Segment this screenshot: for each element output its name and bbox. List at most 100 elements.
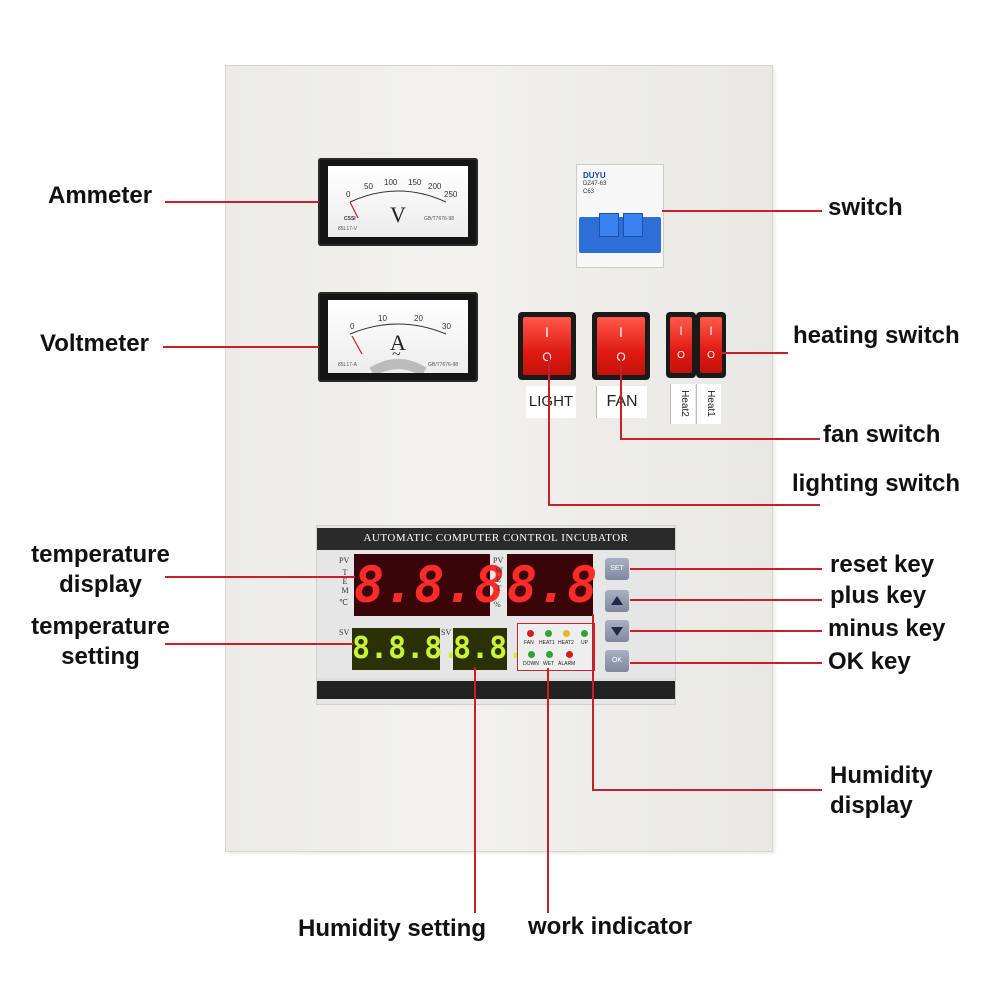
humidity-pv-value: 8.8 xyxy=(507,556,598,614)
lower-scale-20: 20 xyxy=(414,314,423,323)
work-indicator-panel: FAN HEAT1 HEAT2 UP DOWN WET ALARM xyxy=(517,623,595,671)
fan-switch-leader-v xyxy=(620,358,622,440)
ok-key[interactable]: OK xyxy=(605,650,629,672)
alarm-led-label: ALARM xyxy=(558,661,576,667)
heat1-on-symbol: I xyxy=(709,324,713,338)
temperature-display-leader xyxy=(165,576,355,578)
circuit-breaker[interactable]: DUYU DZ47-63 C63 xyxy=(576,164,664,268)
wet-label: WET xyxy=(495,566,503,593)
heat2-off-symbol: O xyxy=(677,350,685,361)
light-tag: LIGHT xyxy=(526,386,576,418)
upper-meter-brand: CSSI xyxy=(344,216,356,222)
lower-meter-model: 85L17-A xyxy=(338,362,357,368)
fan-off-symbol: O xyxy=(616,350,626,364)
work-indicator-label: work indicator xyxy=(528,913,693,940)
heat2-on-symbol: I xyxy=(679,324,683,338)
heat1-tag-text: Heat1 xyxy=(704,390,716,417)
ok-key-leader xyxy=(630,662,822,664)
upper-scale-200: 200 xyxy=(428,182,442,191)
lower-scale-30: 30 xyxy=(442,322,451,331)
lighting-switch-leader-v xyxy=(548,356,550,506)
heat2-rocker-switch[interactable]: I O xyxy=(666,312,696,378)
up-led xyxy=(581,630,588,637)
temp-sv-label: SV xyxy=(339,628,350,637)
breaker-brand: DUYU xyxy=(583,171,606,180)
light-rocker-switch[interactable]: I O xyxy=(518,312,576,380)
wet-led-label: WET xyxy=(543,661,555,667)
lower-meter-dial xyxy=(349,323,447,373)
lighting-switch-label: lighting switch xyxy=(792,470,960,497)
temp-pv-label: PV xyxy=(339,556,350,565)
ammeter-label: Ammeter xyxy=(48,182,153,209)
up-led-label: UP xyxy=(581,640,588,646)
plus-key-label: plus key xyxy=(830,582,927,609)
upper-meter-unit: V xyxy=(390,202,406,227)
lower-meter-unit: A xyxy=(390,330,406,355)
voltmeter-leader xyxy=(163,346,319,348)
heat2-tag: Heat2 xyxy=(670,384,695,424)
fan-switch-label: fan switch xyxy=(823,421,941,448)
humidity-pv-display: 8.8 xyxy=(507,554,597,616)
controller-title-bar: AUTOMATIC COMPUTER CONTROL INCUBATOR xyxy=(317,528,675,550)
reset-key-label: reset key xyxy=(830,551,935,578)
alarm-led xyxy=(566,651,573,658)
fan-switch-leader-h xyxy=(620,438,820,440)
wet-pv-label: PV xyxy=(493,556,504,565)
heat2-rocker-face xyxy=(670,317,692,373)
voltmeter-label: Voltmeter xyxy=(40,330,149,357)
light-off-symbol: O xyxy=(542,350,552,364)
down-led-label: DOWN xyxy=(523,661,539,667)
upper-scale-50: 50 xyxy=(364,182,373,191)
humidity-display-leader-v xyxy=(592,614,594,790)
temperature-pv-display: 8.8.8 xyxy=(354,554,505,616)
heat1-led-label: HEAT1 xyxy=(539,640,555,646)
upper-meter-dial xyxy=(349,190,447,219)
temp-tem-label: TEM xyxy=(341,568,349,595)
temperature-display-label: temperature display xyxy=(31,541,170,598)
lower-meter-face: 0 10 20 30 A ~ 85L17-A GB/T7676-98 xyxy=(328,300,468,373)
heat1-rocker-face xyxy=(700,317,722,373)
lighting-switch-leader-h xyxy=(548,504,820,506)
wet-unit: % xyxy=(494,600,501,609)
breaker-lever-right[interactable] xyxy=(623,213,643,237)
fan-rocker-switch[interactable]: I O xyxy=(592,312,650,380)
lower-meter-ac-symbol: ~ xyxy=(392,346,401,363)
reset-key-leader xyxy=(630,568,822,570)
breaker-lever-left[interactable] xyxy=(599,213,619,237)
humidity-sv-display: 8.8. xyxy=(453,628,525,670)
switch-leader xyxy=(662,210,822,212)
temperature-pv-value: 8.8.8 xyxy=(354,556,505,614)
upper-meter-std: GB/T7676-98 xyxy=(424,216,455,222)
controller-bottom-bar xyxy=(317,678,675,699)
lower-scale-0: 0 xyxy=(350,322,355,331)
heat2-led-label: HEAT2 xyxy=(558,640,574,646)
fan-led-label: FAN xyxy=(524,640,534,646)
fan-led xyxy=(527,630,534,637)
ok-key-callout-label: OK key xyxy=(828,648,911,675)
fan-on-symbol: I xyxy=(619,324,623,340)
up-key[interactable] xyxy=(605,590,629,612)
humidity-display-leader-h xyxy=(592,789,822,791)
upper-scale-250: 250 xyxy=(444,190,458,199)
wet-sv-label: SV xyxy=(441,628,452,637)
lower-scale-10: 10 xyxy=(378,314,387,323)
heat1-off-symbol: O xyxy=(707,350,715,361)
heat2-led xyxy=(563,630,570,637)
set-key[interactable]: SET xyxy=(605,558,629,580)
heat1-rocker-switch[interactable]: I O xyxy=(696,312,726,378)
down-key[interactable] xyxy=(605,620,629,642)
light-rocker-face xyxy=(523,317,571,375)
heating-switch-label: heating switch xyxy=(793,322,960,349)
humidity-display-label: Humidity display xyxy=(830,762,933,819)
fan-tag-text: FAN xyxy=(606,393,638,410)
upper-scale-0: 0 xyxy=(346,190,351,199)
upper-scale-150: 150 xyxy=(408,178,422,187)
ok-key-label: OK xyxy=(611,657,623,664)
minus-key-label: minus key xyxy=(828,615,946,642)
work-indicator-leader xyxy=(547,668,549,913)
upper-scale-100: 100 xyxy=(384,178,398,187)
lower-meter: 0 10 20 30 A ~ 85L17-A GB/T7676-98 xyxy=(318,292,478,382)
temp-unit: ℃ xyxy=(339,598,348,607)
temperature-setting-label: temperature setting xyxy=(31,613,170,670)
switch-label: switch xyxy=(828,194,903,221)
